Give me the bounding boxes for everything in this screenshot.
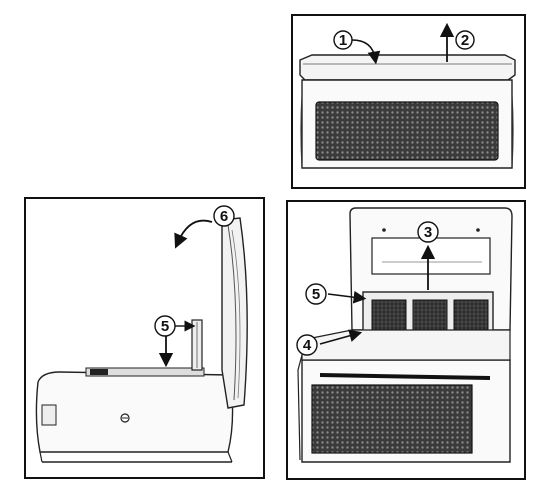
callout-3-circle [417, 221, 439, 243]
lid [299, 54, 516, 81]
top-panel-drawing: 1 2 [299, 22, 516, 169]
callout-5-right-label: 5 [312, 286, 320, 303]
callout-1-circle [333, 30, 353, 50]
arrow-step-5-right [327, 290, 367, 304]
callout-6-circle [213, 205, 235, 227]
arrow-step-1 [351, 39, 381, 65]
callout-4-label: 4 [303, 337, 312, 354]
callout-5-left-circle [154, 315, 176, 337]
right-panel-drawing: 3 5 4 [296, 207, 513, 463]
callout-2-label: 2 [461, 32, 469, 49]
arrow-step-6 [174, 219, 213, 249]
front-grille-right [311, 384, 473, 454]
callout-5-left-label: 5 [161, 318, 169, 335]
opened-cover [221, 217, 248, 409]
left-panel-drawing: 6 5 [35, 205, 248, 463]
callout-4-circle [296, 334, 318, 356]
unit-base-side [35, 371, 234, 453]
arrow-step-4 [319, 329, 363, 345]
callout-5-right-circle [305, 283, 327, 305]
front-grille [315, 101, 499, 161]
callout-2-circle [455, 30, 475, 50]
callout-1-label: 1 [339, 32, 347, 49]
callout-3-label: 3 [424, 224, 432, 241]
callout-6-label: 6 [220, 208, 228, 225]
